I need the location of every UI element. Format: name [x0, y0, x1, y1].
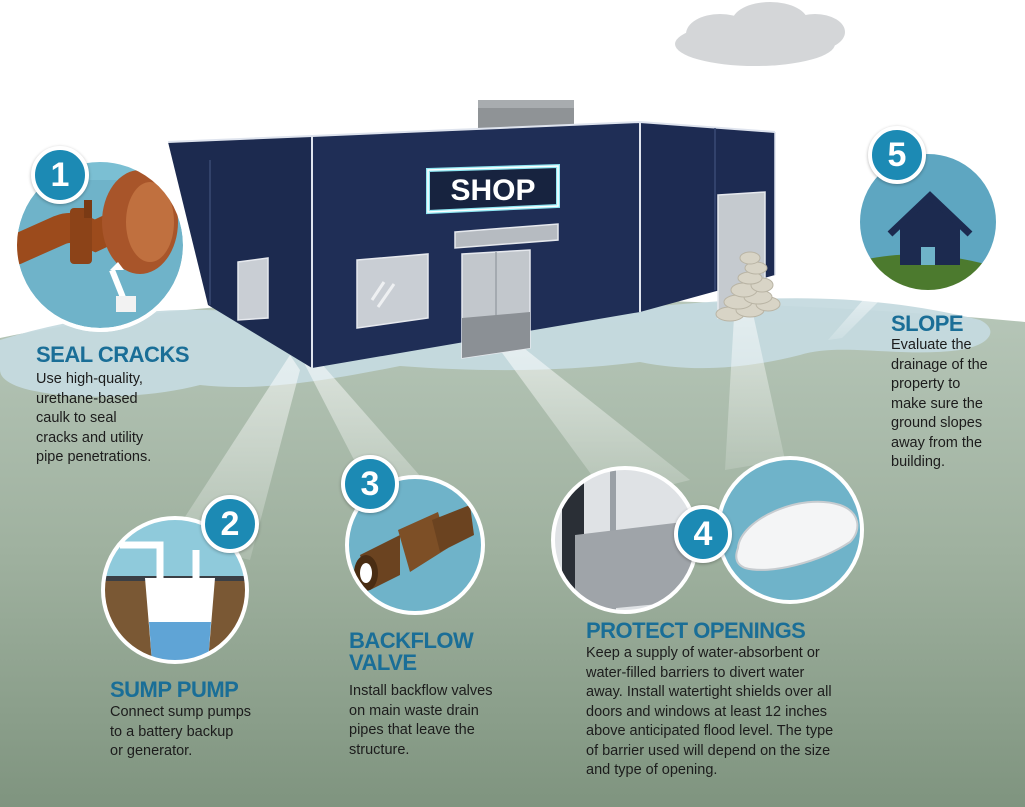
protect-openings-text: Keep a supply of water-absorbent or wate… — [586, 644, 833, 781]
desc-line: Evaluate the — [891, 337, 972, 353]
sump-pump-title: SUMP PUMP — [110, 677, 239, 702]
title-line: VALVE — [349, 650, 417, 675]
desc-line: Use high-quality, — [36, 371, 143, 387]
desc-line: make sure the — [891, 395, 983, 412]
desc-line: doors and windows at least 12 inches — [586, 703, 828, 720]
desc-line: cracks and utility — [36, 429, 144, 446]
desc-line: Install backflow valves — [349, 683, 493, 699]
desc-line: away from the — [891, 434, 983, 451]
shop-sign: SHOP — [426, 163, 560, 215]
slope-text: Evaluate the drainage of the property to… — [891, 336, 988, 473]
door-shield-icon — [551, 466, 699, 614]
slope-title: SLOPE — [891, 311, 964, 336]
desc-line: of barrier used will depend on the size — [586, 742, 831, 759]
desc-line: Keep a supply of water-absorbent or — [586, 645, 820, 661]
backflow-valve-title: BACKFLOW VALVE — [349, 628, 474, 675]
desc-line: above anticipated flood level. The type — [586, 723, 834, 739]
step-1-badge: 1 — [31, 146, 89, 204]
desc-line: to a battery backup — [110, 723, 234, 740]
shop-sign-text: SHOP — [450, 174, 535, 207]
desc-line: structure. — [349, 741, 410, 758]
step-2-badge: 2 — [201, 495, 259, 553]
desc-line: or generator. — [110, 743, 193, 759]
desc-line: on main waste drain — [349, 702, 479, 719]
sump-pump-text: Connect sump pumps to a battery backup o… — [110, 703, 251, 762]
desc-line: water-filled barriers to divert water — [586, 664, 805, 681]
desc-line: and type of opening. — [586, 762, 718, 778]
step-3-badge: 3 — [341, 455, 399, 513]
desc-line: Connect sump pumps — [110, 704, 252, 720]
desc-line: property to — [891, 376, 961, 392]
seal-cracks-text: Use high-quality, urethane-based caulk t… — [36, 370, 151, 468]
desc-line: urethane-based — [36, 390, 138, 407]
title-line: BACKFLOW — [349, 628, 474, 653]
callout-beams — [170, 292, 880, 560]
backflow-pipe-icon — [345, 475, 485, 615]
desc-line: drainage of the — [891, 356, 988, 373]
protect-openings-title: PROTECT OPENINGS — [586, 618, 806, 643]
backflow-valve-text: Install backflow valves on main waste dr… — [349, 682, 492, 760]
cloud — [675, 2, 845, 66]
seal-cracks-title: SEAL CRACKS — [36, 342, 190, 367]
desc-line: caulk to seal — [36, 410, 117, 426]
desc-line: pipe penetrations. — [36, 449, 152, 465]
desc-line: away. Install watertight shields over al… — [586, 684, 832, 700]
step-4-badge: 4 — [674, 505, 732, 563]
desc-line: ground slopes — [891, 415, 983, 431]
desc-line: building. — [891, 454, 946, 470]
sump-pit-icon — [101, 516, 249, 664]
pipe-caulk-icon — [13, 158, 187, 332]
absorbent-barrier-icon — [716, 456, 864, 604]
step-5-badge: 5 — [868, 126, 926, 184]
desc-line: pipes that leave the — [349, 722, 475, 738]
